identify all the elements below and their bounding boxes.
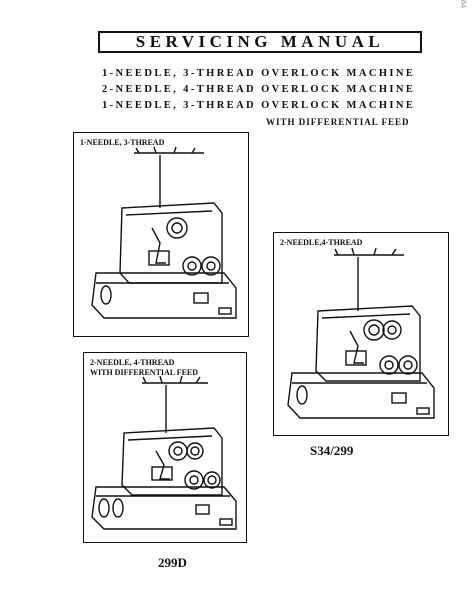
model-number-bottom: 299D [158, 555, 187, 570]
subtitle-feed-line: WITH DIFFERENTIAL FEED [266, 117, 410, 127]
subtitle-line-2: 2-NEEDLE, 4-THREAD OVERLOCK MACHINE [102, 84, 416, 95]
overlock-machine-illustration [287, 247, 435, 419]
panel-2n4t-diff-feed: 2-NEEDLE, 4-THREAD WITH DIFFERENTIAL FEE… [83, 352, 247, 543]
manual-title: SERVICING MANUAL [98, 31, 422, 53]
model-number-right: S34/299 [310, 443, 354, 458]
panel-1n3t: 1-NEEDLE, 3-THREAD [73, 132, 249, 337]
margin-mark: r.84 [459, 0, 468, 8]
panel-label: 1-NEEDLE, 3-THREAD [80, 138, 165, 147]
panel-label: 2-NEEDLE, 4-THREAD WITH DIFFERENTIAL FEE… [90, 358, 199, 377]
overlock-machine-illustration [91, 375, 237, 530]
overlock-machine-illustration [91, 146, 237, 319]
subtitle-line-3: 1-NEEDLE, 3-THREAD OVERLOCK MACHINE [102, 100, 416, 111]
panel-label: 2-NEEDLE,4-THREAD [280, 238, 363, 247]
panel-2n4t: 2-NEEDLE,4-THREAD [273, 232, 449, 436]
subtitle-line-1: 1-NEEDLE, 3-THREAD OVERLOCK MACHINE [102, 68, 416, 79]
